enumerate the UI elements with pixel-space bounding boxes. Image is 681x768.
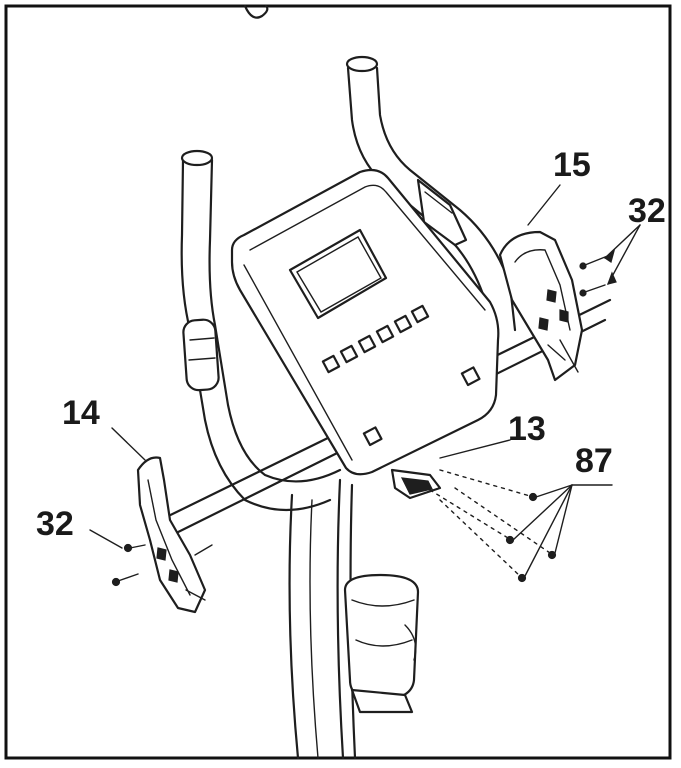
- callout-32-right: 32: [628, 192, 666, 230]
- console: [230, 168, 500, 500]
- leader-lines: [89, 184, 641, 577]
- cropped-title-fragment: [243, 4, 269, 19]
- bottle-holder: [343, 573, 420, 714]
- callout-32-left: 32: [36, 505, 74, 543]
- handlebar-frame: [180, 55, 517, 512]
- console-buttons: [321, 304, 481, 447]
- callout-14: 14: [62, 394, 100, 432]
- console-screen: [288, 228, 388, 320]
- side-cover-right: [498, 230, 584, 382]
- callout-87: 87: [575, 442, 613, 480]
- callout-13: 13: [508, 410, 546, 448]
- side-cover-left: [136, 456, 213, 614]
- callout-15: 15: [553, 146, 591, 184]
